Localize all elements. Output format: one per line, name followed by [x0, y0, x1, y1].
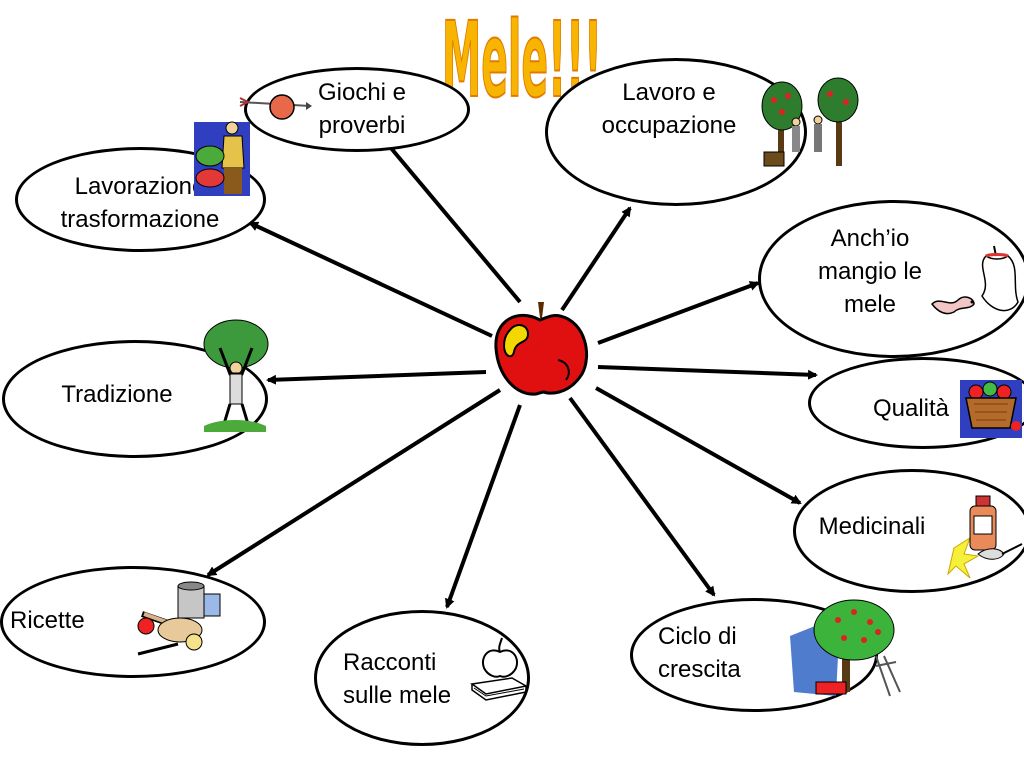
archery-apple-icon	[239, 94, 312, 120]
node-anchio	[758, 200, 1024, 358]
label-giochi: Giochi e proverbi	[317, 79, 407, 139]
apple-tree-icon	[790, 599, 901, 697]
apple-basket-icon	[960, 380, 1022, 438]
arrow-medicinali	[595, 386, 802, 505]
orchard-workers-icon	[761, 77, 859, 167]
book-apple-icon	[470, 637, 529, 701]
arrow-ciclo	[568, 396, 716, 597]
kitchen-utensils-icon	[137, 581, 221, 656]
tree-man-icon	[203, 319, 269, 432]
label-anchio: Anch’io mangio le mele	[817, 225, 923, 318]
arrow-giochi	[378, 133, 522, 304]
arrow-anchio	[597, 281, 760, 345]
label-ciclo: Ciclo di crescita	[658, 623, 741, 683]
node-ricette	[0, 566, 266, 678]
label-tradizione: Tradizione	[61, 381, 173, 408]
apple-icon	[494, 302, 589, 396]
arrow-ricette	[206, 388, 502, 577]
label-qualita: Qualità	[872, 395, 950, 422]
label-lavoro: Lavoro e occupazione	[601, 79, 737, 139]
arrow-qualita	[597, 365, 818, 380]
node-racconti	[314, 610, 530, 746]
label-racconti: Racconti sulle mele	[343, 649, 452, 709]
medicine-bottle-icon	[947, 495, 1023, 579]
arrow-tradizione	[266, 370, 487, 385]
node-lavoro	[545, 58, 807, 206]
fruit-vendor-icon	[194, 121, 250, 196]
arrow-lavorazione	[248, 221, 493, 338]
label-ricette: Ricette	[10, 607, 85, 634]
label-medicinali: Medicinali	[818, 513, 926, 540]
label-lavorazione: Lavorazione trasformazione	[60, 173, 220, 233]
arrow-lavoro	[560, 206, 632, 312]
apple-core-worm-icon	[931, 245, 1019, 315]
arrow-racconti	[445, 404, 522, 609]
